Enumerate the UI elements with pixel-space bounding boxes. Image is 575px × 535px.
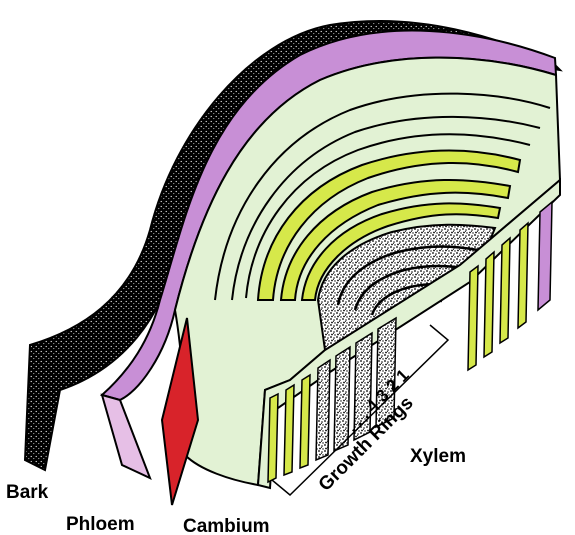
phloem-label: Phloem [66, 514, 135, 535]
xylem-label: Xylem [410, 446, 466, 467]
cambium-label: Cambium [183, 516, 270, 535]
bark-label: Bark [6, 482, 49, 503]
